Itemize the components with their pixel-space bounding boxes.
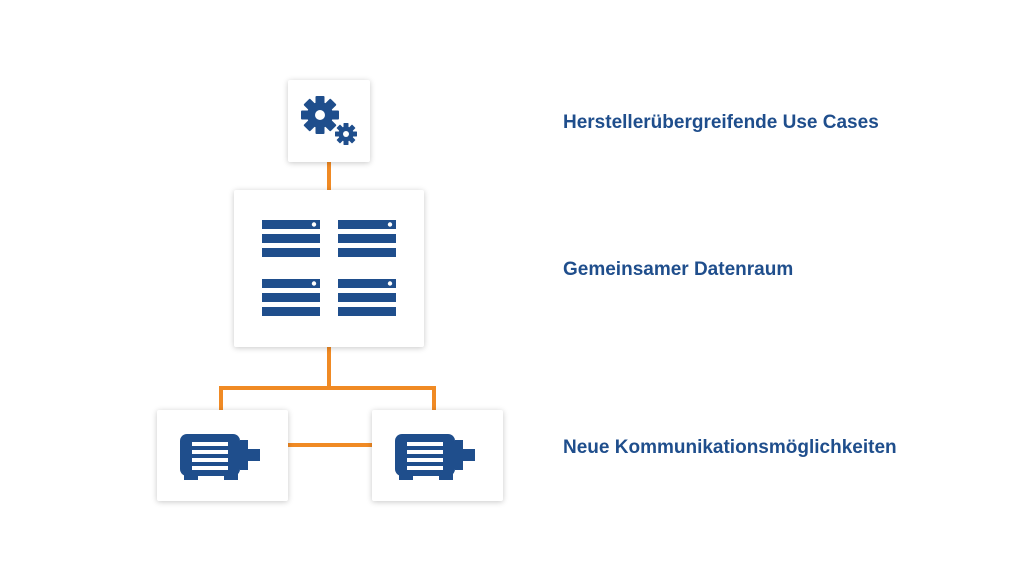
- label-data-space: Gemeinsamer Datenraum: [563, 259, 794, 280]
- gears-icon: [301, 96, 357, 145]
- motor-icon: [394, 433, 475, 480]
- label-use-cases: Herstellerübergreifende Use Cases: [563, 112, 879, 133]
- data-space-box: [234, 190, 424, 347]
- motor-icon: [179, 433, 260, 480]
- motor-box-right: [372, 410, 503, 501]
- use-cases-box: [288, 80, 370, 162]
- server-rack-icon: [262, 219, 396, 316]
- motor-box-left: [157, 410, 288, 501]
- label-communication: Neue Kommunikationsmöglichkeiten: [563, 437, 897, 458]
